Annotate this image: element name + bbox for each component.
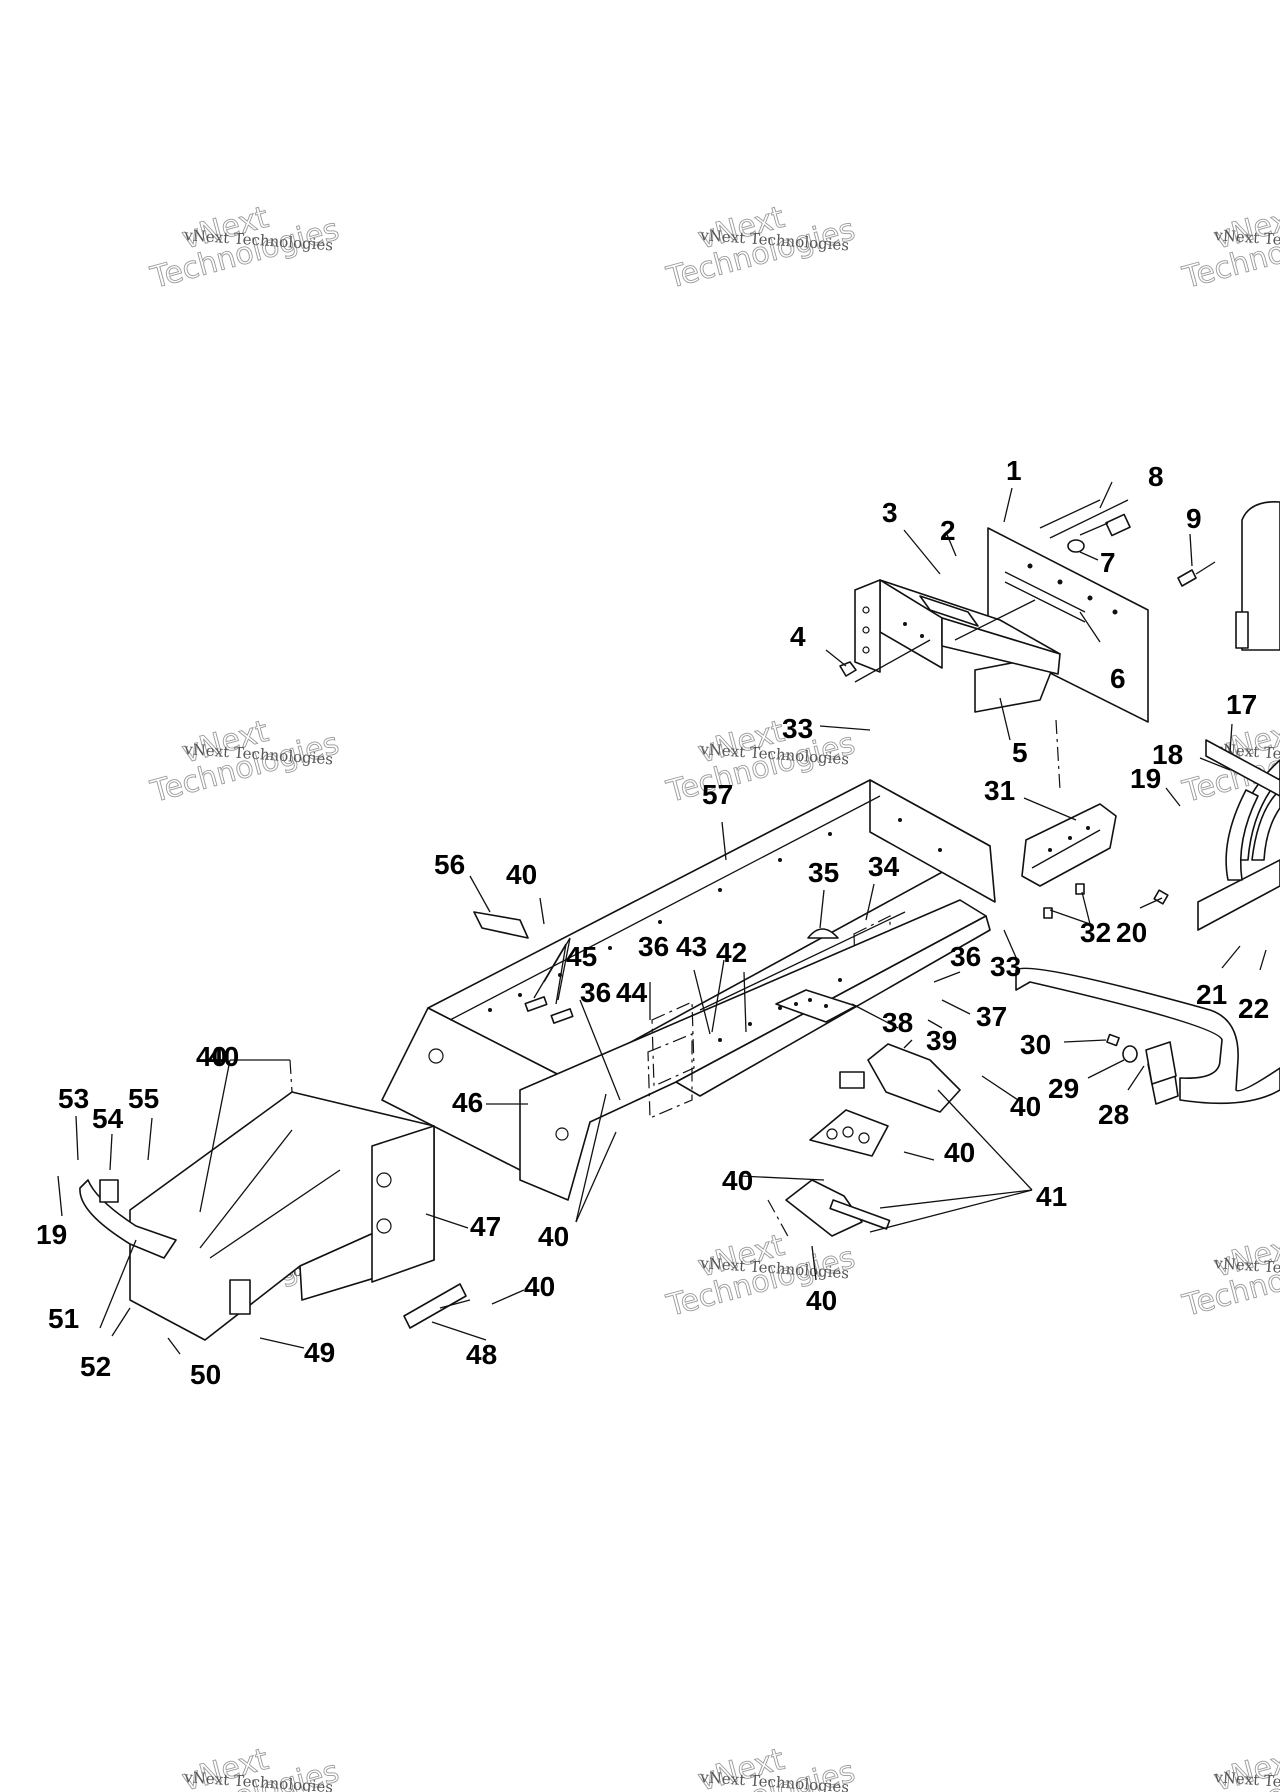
callout-label: 53: [58, 1083, 89, 1114]
part-nut-4: [839, 661, 857, 677]
part-washer-29: [1122, 1045, 1138, 1063]
callout-label: 36: [950, 941, 981, 972]
part-plate-28: [1145, 1041, 1177, 1085]
part-seat-shell: [1235, 501, 1280, 651]
callout-label: 21: [1196, 979, 1227, 1010]
callout-label: 47: [470, 1211, 501, 1242]
callout-label: 1: [1006, 455, 1022, 486]
callout-label: 29: [1048, 1073, 1079, 1104]
callout-label: 8: [1148, 461, 1164, 492]
callout-label: 37: [976, 1001, 1007, 1032]
part-bracket-41: [785, 1109, 891, 1237]
part-bolt-30: [1106, 1033, 1120, 1047]
callout-label: 57: [702, 779, 733, 810]
callout-label: 45: [566, 941, 597, 972]
part-decal-44: [651, 1001, 695, 1087]
part-fastener-32: [1043, 883, 1085, 919]
callout-label: 33: [782, 713, 813, 744]
callout-label: 41: [1036, 1181, 1067, 1212]
callout-label: 20: [1116, 917, 1147, 948]
callout-label: 33: [990, 951, 1021, 982]
callout-label: 49: [304, 1337, 335, 1368]
callout-label: 36: [580, 977, 611, 1008]
part-grommet-35: [807, 928, 839, 939]
callout-label: 4: [790, 621, 806, 652]
callout-label: 31: [984, 775, 1015, 806]
callout-label: 35: [808, 857, 839, 888]
callout-label: 43: [676, 931, 707, 962]
callout-label: 44: [616, 977, 648, 1008]
callout-label: 5: [1012, 737, 1028, 768]
callout-label: 2: [940, 515, 956, 546]
part-pin-9: [1177, 561, 1216, 587]
callout-label: 50: [190, 1359, 221, 1390]
callout-label: 40: [538, 1221, 569, 1252]
callout-label: 40: [208, 1041, 239, 1072]
part-loop-51: [79, 1179, 177, 1259]
leader-lines: [57, 481, 1267, 1355]
callout-label: 54: [92, 1103, 124, 1134]
callout-label: 7: [1100, 547, 1116, 578]
callout-label: 6: [1110, 663, 1126, 694]
callout-numbers: 1 2 3 4 5 6 7 8 9 17 18 19 19 20 21 22 2…: [36, 455, 1269, 1390]
callout-label: 32: [1080, 917, 1111, 948]
callout-label: 40: [196, 1041, 227, 1072]
callout-label: 19: [1130, 763, 1161, 794]
callout-label: 52: [80, 1351, 111, 1382]
callout-label: 40: [806, 1285, 837, 1316]
callout-label: 18: [1152, 739, 1183, 770]
callout-label: 42: [716, 937, 747, 968]
callout-label: 19: [36, 1219, 67, 1250]
callout-label: 39: [926, 1025, 957, 1056]
part-bolt-8: [1079, 513, 1131, 537]
parts: [79, 499, 1280, 1341]
part-plate-1: [987, 499, 1149, 723]
callout-label: 56: [434, 849, 465, 880]
callout-label: 55: [128, 1083, 159, 1114]
callout-label: 40: [1010, 1091, 1041, 1122]
callout-label: 38: [882, 1007, 913, 1038]
part-fastener-20: [1153, 889, 1169, 905]
callout-label: 28: [1098, 1099, 1129, 1130]
part-washer-7: [1067, 539, 1085, 553]
part-bracket-3: [854, 579, 1061, 713]
callout-label: 36: [638, 931, 669, 962]
callout-label: 9: [1186, 503, 1202, 534]
callout-label: 3: [882, 497, 898, 528]
callout-label: 22: [1238, 993, 1269, 1024]
part-bracket-31: [1021, 803, 1117, 887]
callout-label: 30: [1020, 1029, 1051, 1060]
callout-label: 40: [944, 1137, 975, 1168]
part-block-39: [839, 1043, 961, 1113]
part-rear-frame-47: [129, 1091, 435, 1341]
callout-label: 40: [524, 1271, 555, 1302]
callout-label: 40: [506, 859, 537, 890]
callout-label: 51: [48, 1303, 79, 1334]
callout-label: 34: [868, 851, 900, 882]
callout-label: 40: [722, 1165, 753, 1196]
part-rear-frame: [1197, 739, 1280, 931]
callout-label: 17: [1226, 689, 1257, 720]
callout-label: 48: [466, 1339, 497, 1370]
part-strip-48: [403, 1283, 467, 1329]
part-strip-56: [473, 911, 529, 939]
callout-label: 46: [452, 1087, 483, 1118]
